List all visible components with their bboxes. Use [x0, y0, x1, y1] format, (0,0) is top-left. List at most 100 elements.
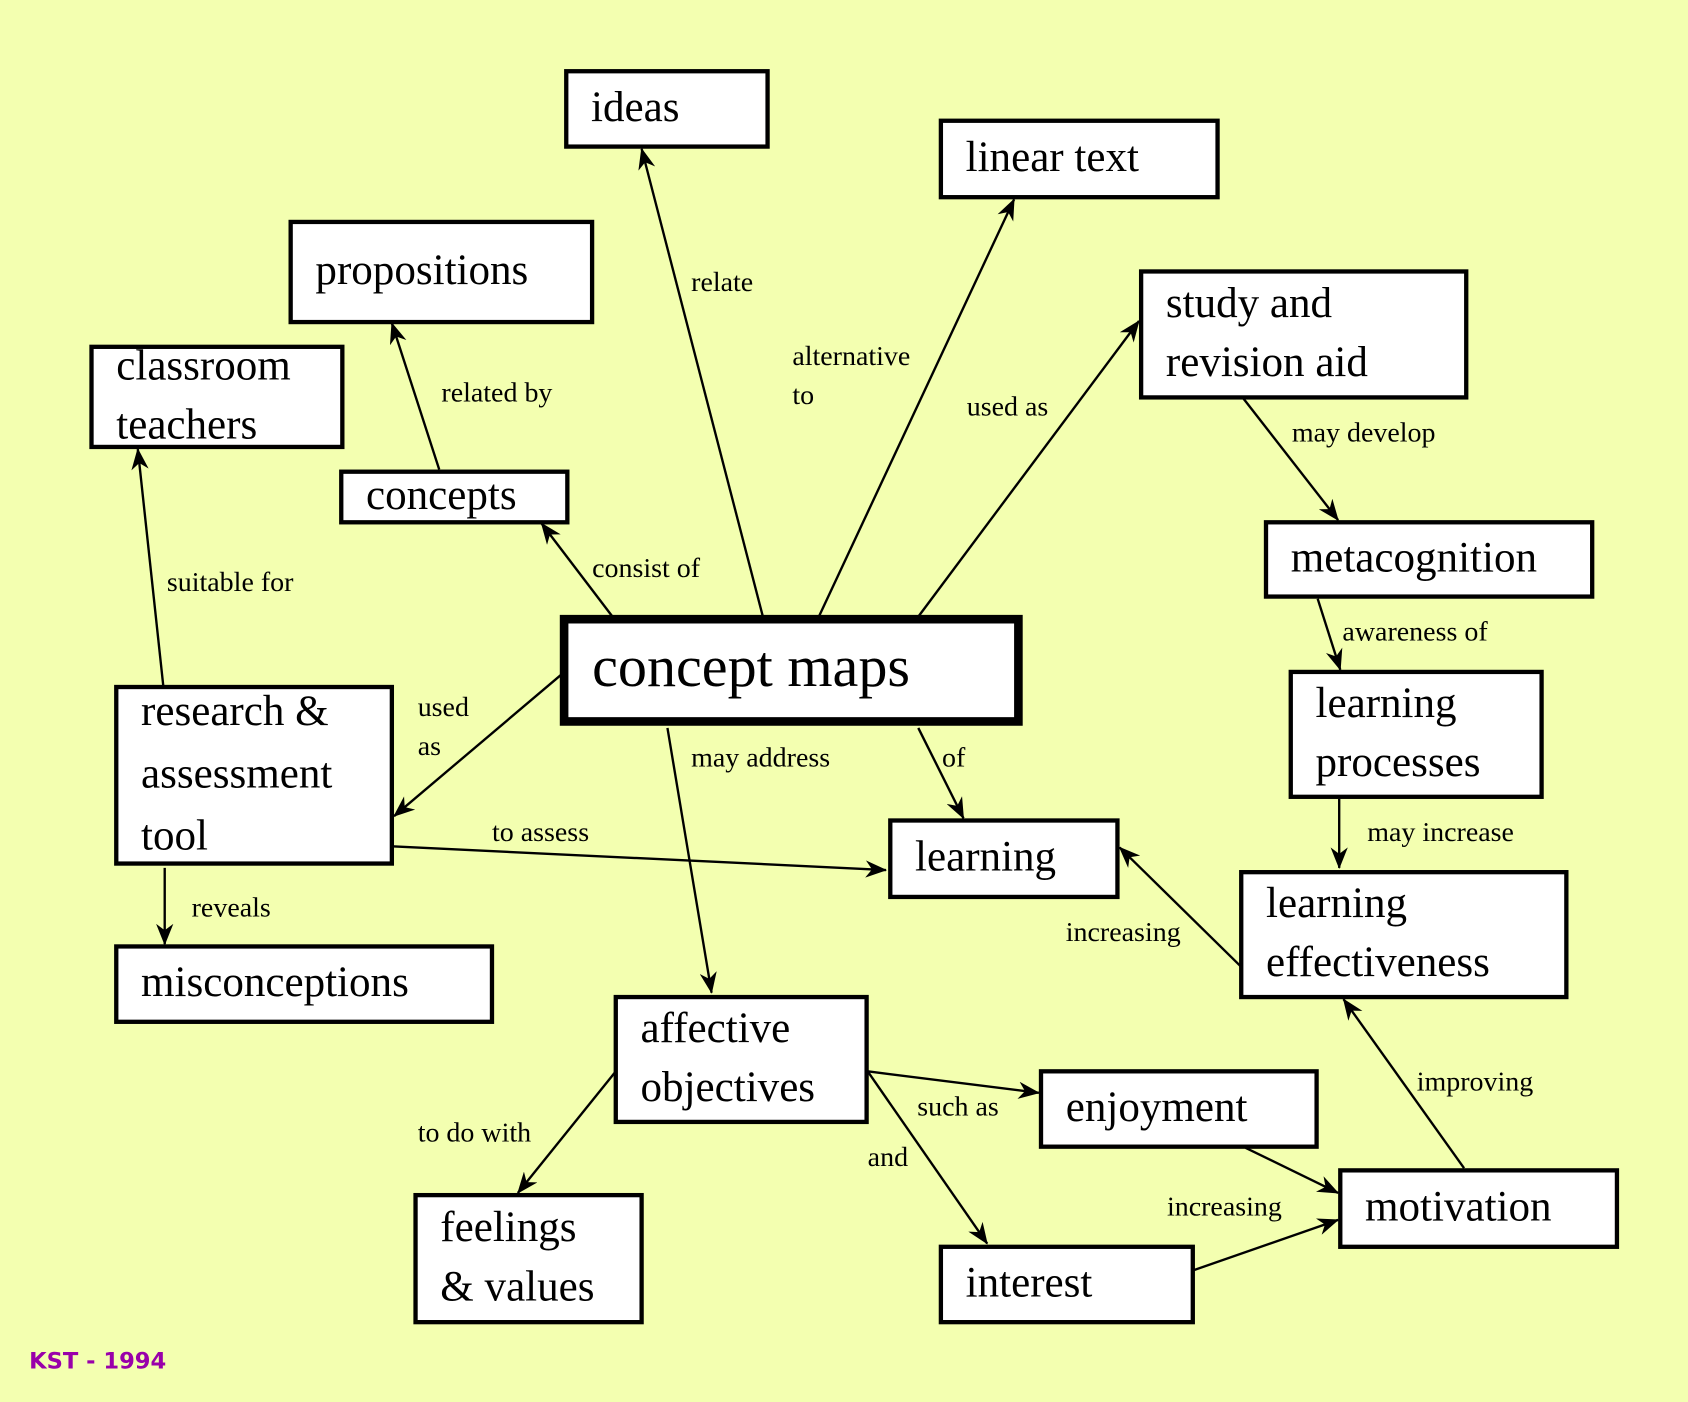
node-label: affective — [641, 1005, 791, 1052]
edge-label: alternative — [792, 341, 910, 372]
node-box — [89, 344, 345, 450]
edge-label: improving — [1417, 1067, 1534, 1098]
edge-label: used as — [967, 392, 1049, 423]
edge-concept_maps-to-affective_objectives: may address — [666, 727, 830, 994]
edge-interest-to-motivation: increasing — [1167, 1192, 1340, 1272]
edge-research_tool-to-classroom_teachers: suitable for — [131, 448, 294, 690]
arrow-line — [1192, 1218, 1340, 1272]
edge-label: to assess — [492, 817, 589, 848]
node-box — [288, 219, 595, 325]
arrow-line — [1316, 598, 1343, 671]
arrow-line — [916, 320, 1140, 619]
edge-label: may increase — [1367, 817, 1514, 848]
node-affective-objectives[interactable]: affective objectives — [613, 994, 869, 1125]
node-label: concept maps — [592, 634, 910, 699]
node-concept-maps[interactable]: concept maps — [559, 614, 1023, 726]
node-label: assessment — [141, 750, 332, 797]
node-propositions[interactable]: propositions — [288, 219, 595, 325]
edge-metacognition-to-learning_processes: awareness of — [1316, 598, 1488, 671]
edge-concept_maps-to-ideas: relate — [638, 147, 765, 619]
node-label: propositions — [315, 247, 528, 294]
arrow-line — [393, 673, 563, 818]
node-label: feelings — [440, 1204, 576, 1251]
node-label: teachers — [116, 402, 257, 449]
node-motivation[interactable]: motivation — [1338, 1168, 1620, 1249]
node-label: processes — [1316, 739, 1481, 786]
node-label: metacognition — [1291, 534, 1537, 581]
node-label: misconceptions — [141, 959, 409, 1006]
node-box — [888, 818, 1120, 900]
edge-affective_objectives-to-enjoyment: such as — [867, 1070, 1040, 1122]
node-box — [1038, 1069, 1319, 1149]
edge-label: may develop — [1292, 418, 1436, 449]
edges-layer: relate alternative to used as consist of rela… — [131, 147, 1534, 1272]
arrow-line — [638, 147, 765, 619]
edge-learning_processes-to-learning_effectiveness: may increase — [1330, 798, 1514, 869]
node-classroom-teachers[interactable]: classroom teachers — [89, 342, 345, 450]
arrow-line — [391, 845, 888, 878]
edge-learning_effectiveness-to-learning: increasing — [1066, 846, 1241, 967]
node-study-aid[interactable]: study and revision aid — [1138, 269, 1469, 400]
edge-label: of — [942, 743, 966, 774]
edge-motivation-to-learning_effectiveness: improving — [1342, 998, 1534, 1169]
node-label: motivation — [1365, 1184, 1552, 1231]
node-label: learning — [1266, 880, 1407, 927]
arrow-line — [131, 448, 165, 690]
arrow-line — [917, 727, 965, 820]
node-interest[interactable]: interest — [938, 1244, 1195, 1325]
edge-label: to — [792, 380, 814, 411]
node-linear-text[interactable]: linear text — [938, 118, 1220, 200]
node-box — [1138, 269, 1469, 400]
node-label: research & — [141, 688, 329, 735]
edge-label: may address — [691, 743, 830, 774]
node-learning[interactable]: learning — [888, 818, 1120, 900]
node-box — [938, 118, 1220, 200]
node-research-tool[interactable]: research & assessment tool — [114, 684, 395, 866]
edge-research_tool-to-misconceptions: reveals — [156, 867, 271, 946]
edge-concepts-to-propositions: related by — [389, 322, 552, 470]
node-box — [1239, 870, 1569, 1000]
node-ideas[interactable]: ideas — [564, 69, 770, 149]
node-box — [1288, 669, 1544, 799]
node-box — [1263, 520, 1595, 599]
arrow-line — [389, 322, 441, 470]
node-box — [339, 469, 570, 525]
node-label: objectives — [641, 1064, 816, 1111]
arrow-line — [1342, 998, 1466, 1169]
node-label: interest — [966, 1260, 1093, 1307]
edge-affective_objectives-to-interest: and — [866, 1070, 989, 1245]
edge-label: to do with — [418, 1117, 531, 1148]
edge-label: reveals — [192, 892, 271, 923]
edge-label: increasing — [1167, 1192, 1282, 1223]
arrow-line — [1118, 846, 1241, 967]
edge-concept_maps-to-concepts: consist of — [540, 522, 701, 619]
edge-label: awareness of — [1342, 617, 1488, 648]
node-feelings-values[interactable]: feelings & values — [413, 1192, 644, 1325]
edge-label: consist of — [592, 553, 701, 584]
node-label: classroom — [116, 342, 291, 389]
node-label: revision aid — [1166, 339, 1368, 386]
arrow-line — [866, 1070, 989, 1245]
arrow-line — [516, 1070, 617, 1194]
edge-concept_maps-to-study_aid: used as — [916, 320, 1140, 619]
node-enjoyment[interactable]: enjoyment — [1038, 1069, 1319, 1149]
edge-enjoyment-to-motivation — [1245, 1146, 1340, 1195]
edge-label: relate — [691, 267, 753, 298]
arrow-line — [1245, 1146, 1340, 1195]
node-label: tool — [141, 813, 208, 860]
node-label: study and — [1166, 280, 1332, 327]
node-metacognition[interactable]: metacognition — [1263, 520, 1595, 599]
node-label: effectiveness — [1266, 939, 1490, 986]
node-misconceptions[interactable]: misconceptions — [114, 944, 495, 1024]
arrow-line — [817, 198, 1016, 619]
node-label: & values — [440, 1263, 594, 1310]
nodes-layer: ideas linear text propositions classroom tea… — [89, 69, 1620, 1325]
arrow-line — [1242, 397, 1340, 521]
node-learning-effectiveness[interactable]: learning effectiveness — [1239, 870, 1569, 1000]
node-label: concepts — [366, 472, 517, 519]
edge-label: and — [868, 1142, 908, 1173]
node-concepts[interactable]: concepts — [339, 469, 570, 525]
